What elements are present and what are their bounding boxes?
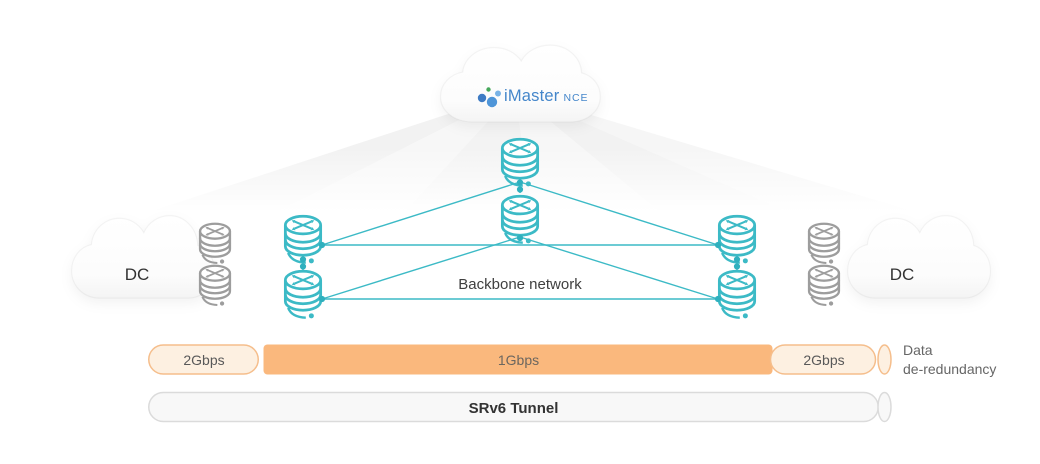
dc-right-router-lower-icon: [807, 264, 841, 307]
bandwidth-pipe-end-cap: [877, 344, 892, 375]
dc-right-label: DC: [889, 265, 915, 284]
data-deredundancy-note: Data de-redundancy: [903, 341, 996, 379]
srv6-tunnel-end-cap: [877, 391, 892, 423]
dc-left-label: DC: [124, 265, 150, 284]
dc-cloud-right: [846, 215, 992, 299]
backbone-router-right-lower-icon: [717, 269, 757, 320]
link-dots: [299, 179, 741, 303]
backbone-network-label: Backbone network: [458, 276, 582, 293]
controller-cloud: [439, 44, 601, 123]
bandwidth-pipe-middle-segment: [263, 344, 773, 375]
bandwidth-pipe: [148, 344, 892, 375]
data-deredundancy-note-line2: de-redundancy: [903, 361, 997, 377]
imaster-nce-logo-icon: [477, 87, 501, 108]
dc-left-router-upper-icon: [198, 222, 232, 265]
srv6-tunnel-label: SRv6 Tunnel: [468, 400, 559, 417]
dc-left-router-lower-icon: [198, 264, 232, 307]
controller-brand-name: iMaster: [504, 87, 560, 105]
bandwidth-pipe-right-segment: [769, 344, 877, 375]
controller-brand-suffix: NCE: [563, 92, 589, 104]
bandwidth-pipe-left-segment: [148, 344, 259, 375]
bandwidth-right-label: 2Gbps: [803, 352, 845, 368]
dc-cloud-left: [70, 215, 216, 299]
srv6-tunnel-pipe: [148, 391, 892, 423]
backbone-router-left-lower-icon: [283, 269, 323, 320]
backbone-router-right-upper-icon: [717, 214, 757, 265]
bandwidth-left-label: 2Gbps: [183, 352, 225, 368]
backbone-router-left-upper-icon: [283, 214, 323, 265]
controller-brand: iMaster NCE: [504, 87, 588, 106]
data-deredundancy-note-line1: Data: [903, 342, 933, 358]
bandwidth-middle-label: 1Gbps: [497, 352, 540, 368]
dc-right-router-upper-icon: [807, 222, 841, 265]
